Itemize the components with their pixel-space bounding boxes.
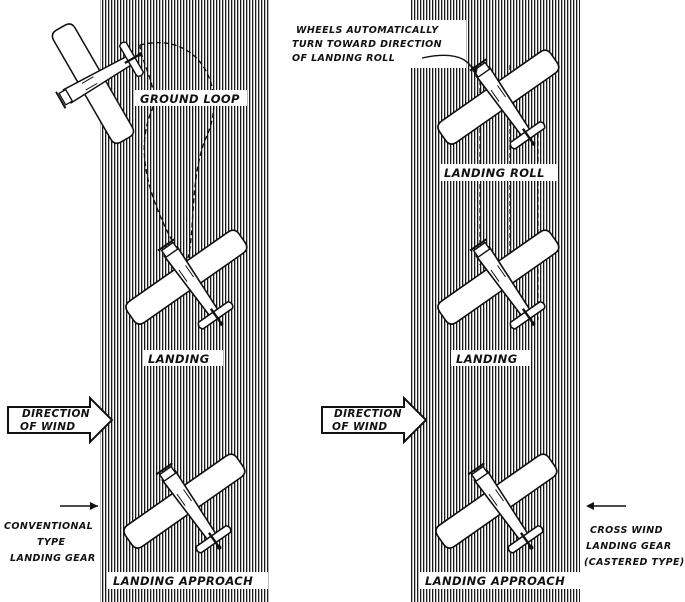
label-landing-roll: LANDING ROLL: [444, 166, 545, 180]
gear-label-left-line3: LANDING GEAR: [10, 553, 96, 564]
wheels-note-line2: TURN TOWARD DIRECTION: [292, 39, 442, 50]
label-ground-loop: GROUND LOOP: [140, 92, 240, 106]
gear-label-right-line3: (CASTERED TYPE): [584, 557, 685, 568]
wheels-note-line1: WHEELS AUTOMATICALLY: [296, 25, 439, 36]
gear-label-right-line2: LANDING GEAR: [586, 541, 672, 552]
gear-label-left-line2: TYPE: [37, 537, 66, 548]
wind-label-right-line1: DIRECTION: [334, 408, 402, 420]
wheels-note-line3: OF LANDING ROLL: [292, 53, 395, 64]
wind-label-right-line2: OF WIND: [332, 421, 388, 433]
wind-arrow-left: [7, 397, 113, 443]
label-landing-left: LANDING: [148, 352, 210, 366]
left-panel: GROUND LOOP LANDING LANDING APPROACH DIR…: [4, 0, 278, 602]
label-approach-right: LANDING APPROACH: [425, 574, 565, 588]
wind-label-left-line1: DIRECTION: [22, 408, 90, 420]
gear-label-right-line1: CROSS WIND: [590, 525, 663, 536]
ground-loop-path: [139, 42, 215, 259]
right-panel: WHEELS AUTOMATICALLY TURN TOWARD DIRECTI…: [288, 0, 685, 602]
wind-label-left-line2: OF WIND: [20, 421, 76, 433]
gear-label-left-line1: CONVENTIONAL: [4, 521, 93, 532]
label-landing-right: LANDING: [456, 352, 518, 366]
wind-arrow-right: [321, 397, 427, 443]
label-approach-left: LANDING APPROACH: [113, 574, 253, 588]
